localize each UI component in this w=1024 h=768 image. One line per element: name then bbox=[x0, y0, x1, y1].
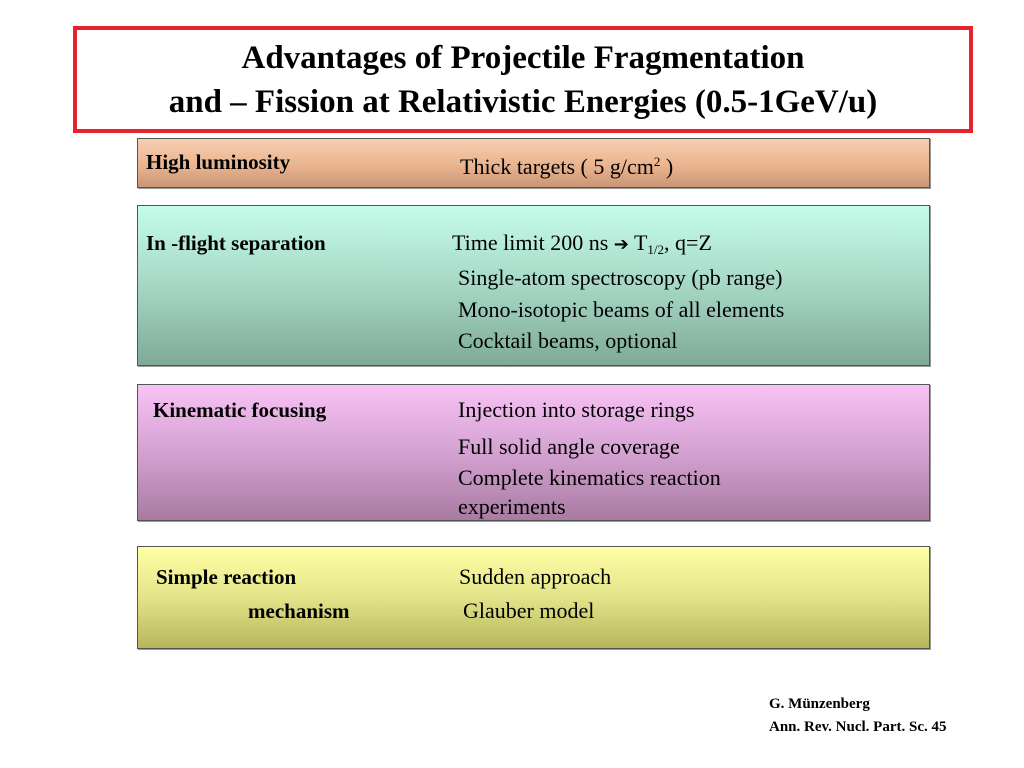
section-item: Single-atom spectroscopy (pb range) bbox=[458, 265, 783, 290]
section-item: Cocktail beams, optional bbox=[458, 328, 678, 353]
section-label-line-2: mechanism bbox=[248, 599, 350, 623]
slide-title-line-2: and – Fission at Relativistic Energies (… bbox=[168, 83, 878, 120]
section-simple-reaction-mechanism bbox=[137, 546, 930, 649]
section-item: Time limit 200 ns ➔ T1/2, q=Z bbox=[452, 230, 712, 263]
item-superscript: 2 bbox=[653, 154, 661, 169]
item-text: Thick targets ( 5 g/cm bbox=[460, 154, 654, 179]
section-in-flight-separation bbox=[137, 205, 930, 366]
section-kinematic-focusing bbox=[137, 384, 930, 521]
section-item: Sudden approach bbox=[459, 564, 612, 589]
slide-title-box: Advantages of Projectile Fragmentation a… bbox=[73, 26, 973, 133]
right-arrow-icon: ➔ bbox=[613, 234, 629, 255]
section-item: Glauber model bbox=[463, 598, 595, 623]
section-label: In -flight separation bbox=[146, 231, 326, 255]
section-high-luminosity bbox=[137, 138, 930, 188]
section-item: Thick targets ( 5 g/cm2 ) bbox=[460, 149, 673, 180]
item-text: Time limit 200 ns bbox=[452, 230, 614, 255]
section-item: Full solid angle coverage bbox=[458, 434, 680, 459]
section-item: Mono-isotopic beams of all elements bbox=[458, 297, 785, 322]
item-subscript: 1/2 bbox=[647, 242, 665, 257]
section-label: High luminosity bbox=[146, 150, 291, 174]
item-text-mid: T bbox=[628, 230, 648, 255]
footer-author: G. Münzenberg bbox=[769, 696, 870, 712]
section-label-line-1: Simple reaction bbox=[156, 565, 297, 589]
slide-title-line-1: Advantages of Projectile Fragmentation bbox=[241, 39, 805, 76]
item-text-end: , q=Z bbox=[664, 230, 712, 255]
item-text-end: ) bbox=[660, 154, 674, 179]
section-item: experiments bbox=[458, 494, 566, 519]
footer-reference: Ann. Rev. Nucl. Part. Sc. 45 bbox=[769, 719, 947, 735]
section-item: Complete kinematics reaction bbox=[458, 465, 721, 490]
section-item: Injection into storage rings bbox=[458, 397, 695, 422]
section-label: Kinematic focusing bbox=[153, 398, 327, 422]
